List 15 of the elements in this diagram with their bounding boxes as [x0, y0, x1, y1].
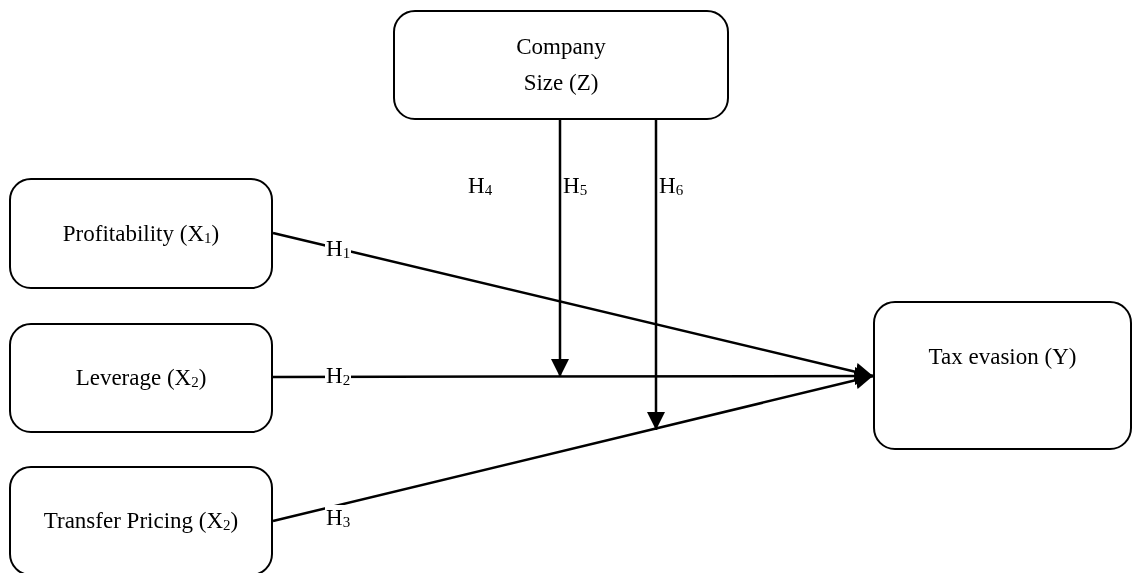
arrow [551, 120, 569, 377]
rounded-box [873, 301, 1132, 450]
rounded-box [9, 178, 273, 289]
arrow [272, 231, 874, 381]
rounded-box [393, 10, 729, 120]
rounded-box [9, 323, 273, 433]
node-label: Leverage (X$_{2}$) [75, 364, 207, 392]
node-label: Profitability (X$_{1}$) [62, 219, 220, 248]
arrow [273, 367, 873, 386]
node-label: Tax evasion (Y) [928, 343, 1077, 371]
arrow [647, 120, 665, 430]
node-label: Transfer Pricing (X$_{2}$) [43, 507, 239, 535]
arrow [272, 371, 874, 523]
node-label: Company Size (Z) [515, 33, 607, 97]
rounded-box [9, 466, 273, 573]
